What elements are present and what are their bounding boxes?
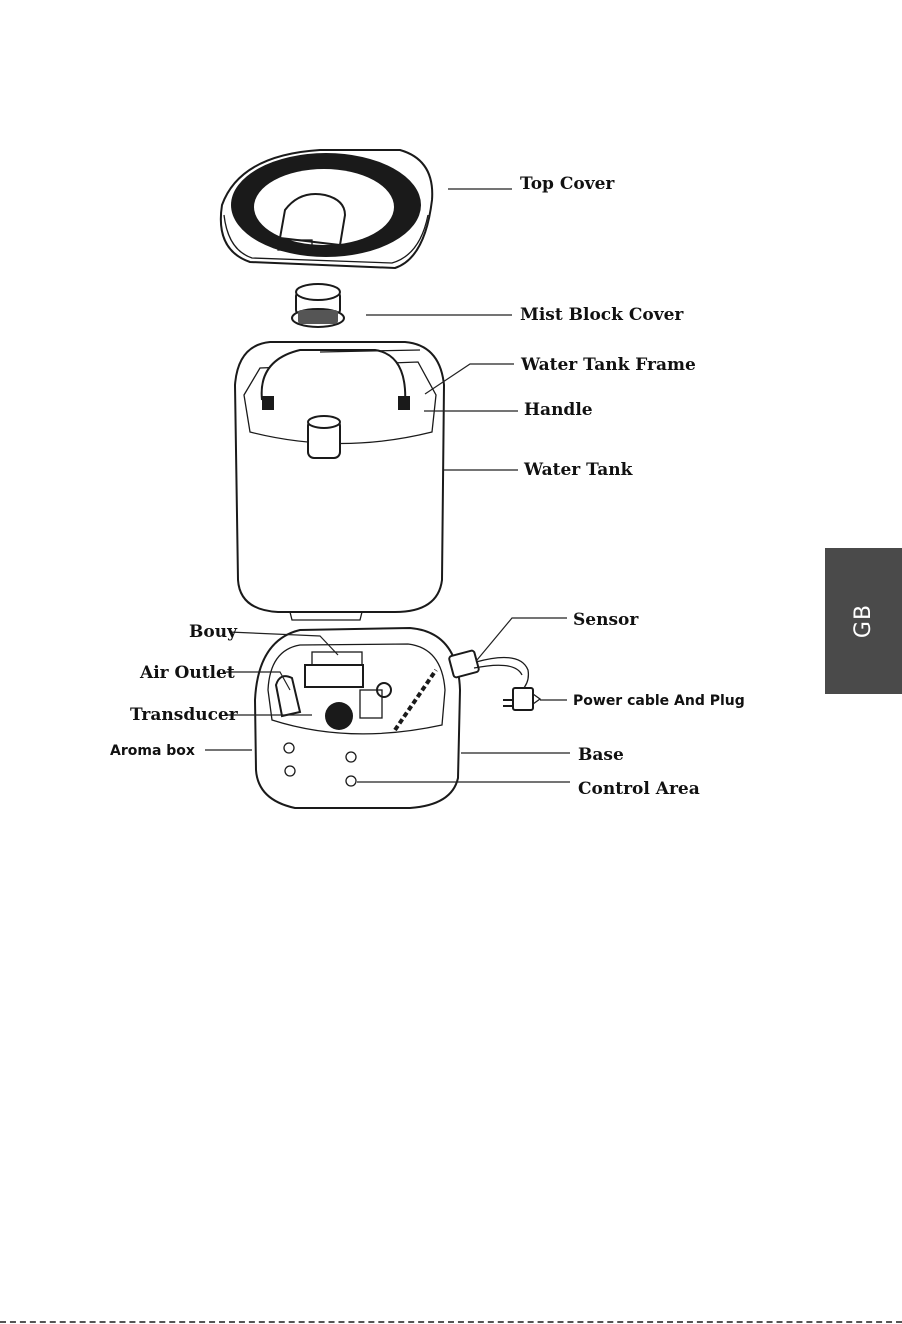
water-tank-part <box>235 342 444 620</box>
language-tab: GB <box>825 548 902 694</box>
label-handle: Handle <box>524 400 593 420</box>
label-bouy: Bouy <box>189 622 238 642</box>
sensor-and-cable-part <box>449 650 540 710</box>
page-bottom-edge <box>0 1321 902 1323</box>
label-mist-block-cover: Mist Block Cover <box>520 305 684 325</box>
top-cover-part <box>221 150 432 268</box>
label-air-outlet: Air Outlet <box>139 663 235 683</box>
base-part <box>255 628 460 808</box>
label-power-cable-and-plug: Power cable And Plug <box>573 693 745 709</box>
language-tab-label: GB <box>825 548 902 694</box>
label-transducer: Transducer <box>130 705 239 725</box>
label-water-tank: Water Tank <box>523 460 634 480</box>
label-base: Base <box>578 745 624 765</box>
label-control-area: Control Area <box>578 779 700 799</box>
label-sensor: Sensor <box>573 610 639 630</box>
label-top-cover: Top Cover <box>520 174 615 194</box>
mist-block-cover-part <box>292 284 344 327</box>
label-water-tank-frame: Water Tank Frame <box>520 355 696 375</box>
label-aroma-box: Aroma box <box>110 743 195 759</box>
